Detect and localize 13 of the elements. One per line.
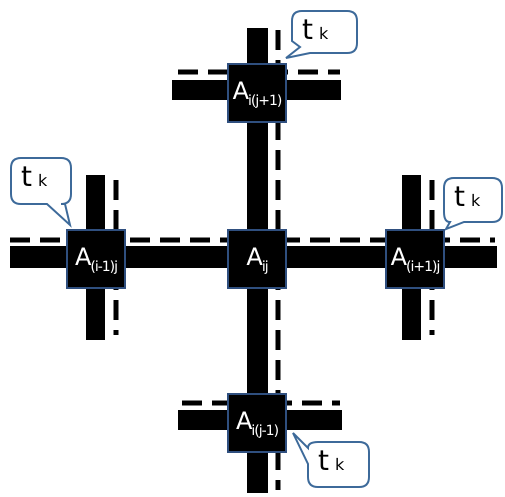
speech-bubble (443, 177, 503, 229)
cell-label: A$_{i(j-1)}$ (236, 407, 278, 439)
cell-label: A$_{ij}$ (246, 243, 268, 275)
cell-label: A$_{(i+1)j}$ (390, 243, 440, 275)
grid-cell (227, 63, 287, 123)
speech-bubble (290, 430, 370, 488)
grid-cell (385, 229, 445, 289)
speech-bubble (286, 10, 358, 58)
grid-cell (66, 229, 126, 289)
cell-label: A$_{i(j+1)}$ (232, 77, 282, 109)
grid-cell (227, 229, 287, 289)
grid-cell (227, 393, 287, 453)
cell-label: A$_{(i-1)j}$ (74, 243, 118, 275)
